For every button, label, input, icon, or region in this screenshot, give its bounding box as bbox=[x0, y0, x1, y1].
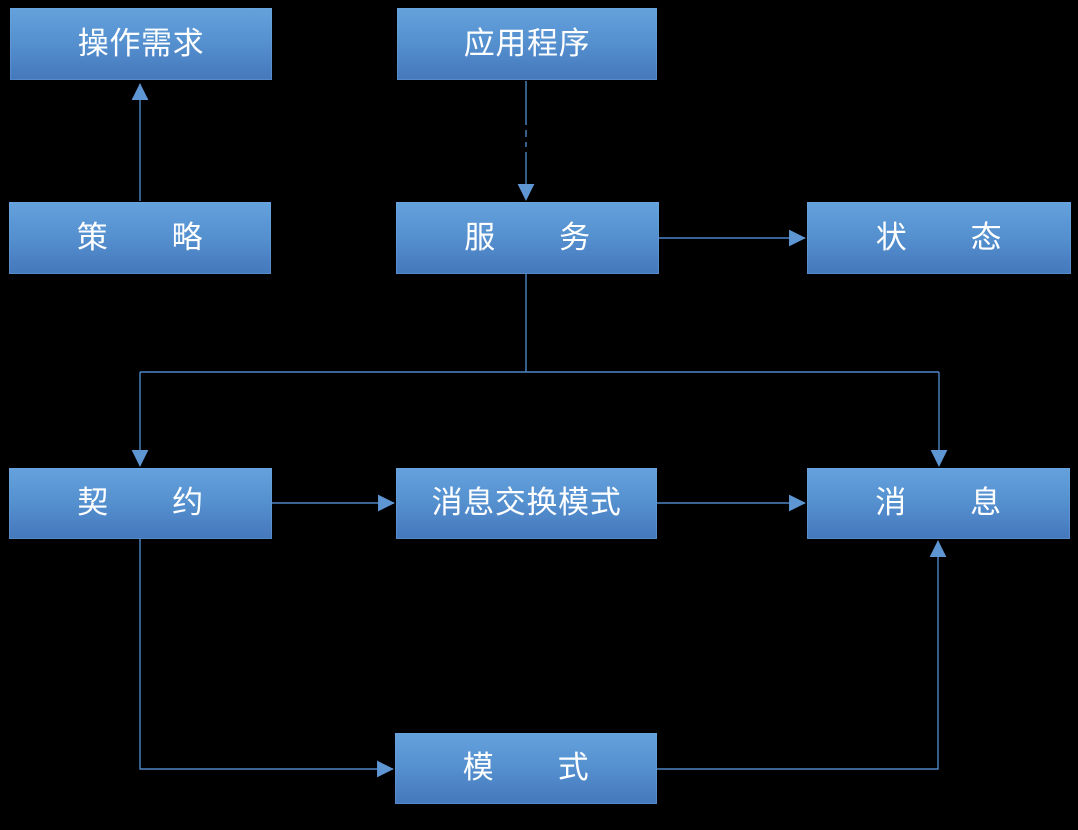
node-pattern: 模 式 bbox=[395, 733, 657, 804]
edge-pattern-to-message bbox=[657, 540, 947, 770]
node-strategy: 策 略 bbox=[9, 202, 271, 274]
node-application-label: 应用程序 bbox=[463, 25, 591, 62]
node-operation-requirements: 操作需求 bbox=[10, 8, 272, 80]
node-message-exchange-pattern-label: 消息交换模式 bbox=[431, 485, 622, 521]
node-strategy-label: 策 略 bbox=[76, 219, 204, 256]
node-message-exchange-pattern: 消息交换模式 bbox=[396, 468, 657, 539]
node-message: 消 息 bbox=[807, 468, 1070, 539]
node-pattern-label: 模 式 bbox=[462, 750, 590, 786]
node-status-label: 状 态 bbox=[875, 219, 1003, 256]
edge-contract-to-pattern bbox=[139, 539, 394, 778]
node-contract: 契 约 bbox=[9, 468, 272, 539]
node-message-label: 消 息 bbox=[875, 485, 1002, 521]
node-service-label: 服 务 bbox=[464, 219, 591, 256]
node-status: 状 态 bbox=[807, 202, 1071, 274]
node-application: 应用程序 bbox=[397, 8, 657, 80]
node-contract-label: 契 约 bbox=[77, 485, 204, 521]
node-operation-requirements-label: 操作需求 bbox=[77, 25, 205, 62]
node-service: 服 务 bbox=[396, 202, 659, 274]
